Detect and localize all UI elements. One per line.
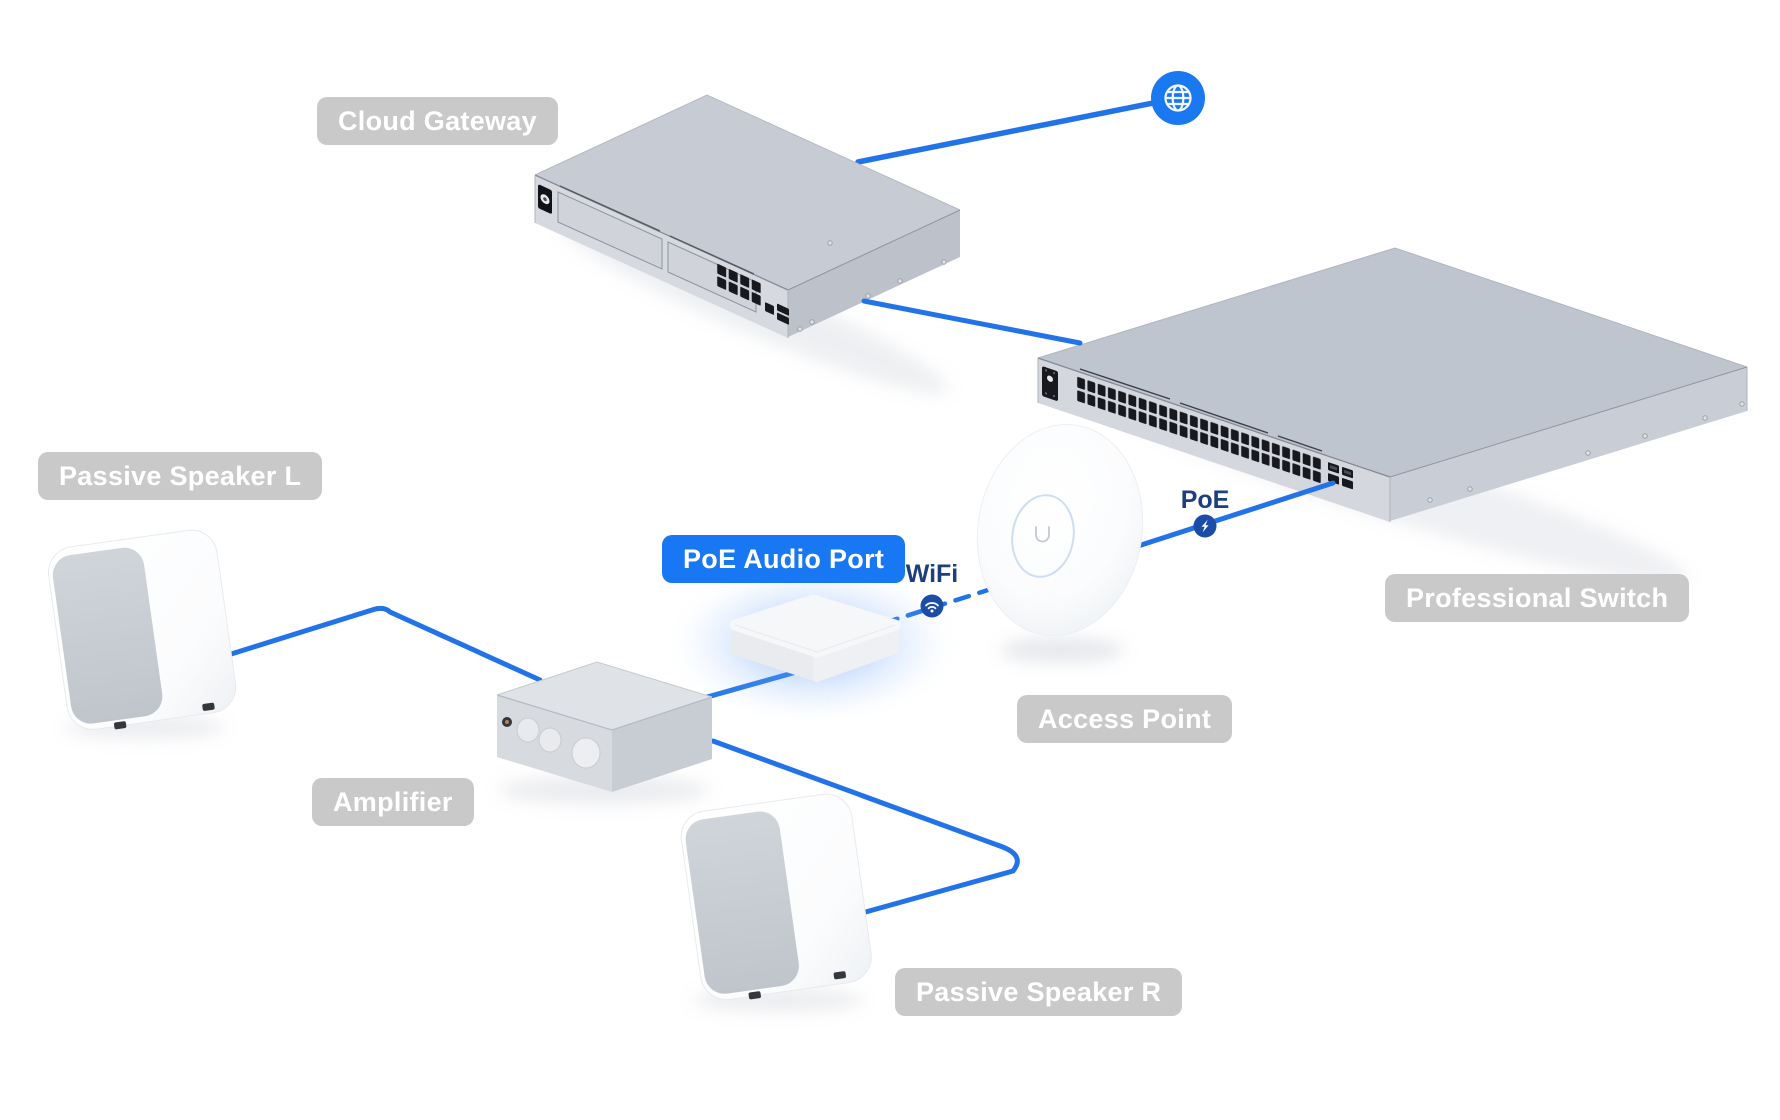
screws — [797, 240, 947, 332]
professional-switch-device — [1037, 247, 1748, 522]
label-cloud-gateway: Cloud Gateway — [317, 97, 558, 145]
rj45-port-block — [716, 262, 762, 308]
sfp-port-block — [765, 302, 789, 325]
label-amplifier: Amplifier — [312, 778, 474, 826]
speaker-grille — [685, 811, 799, 994]
connection-amplifier-speaker-r — [710, 738, 1020, 916]
wifi-icon — [925, 602, 939, 610]
poe-connection-label: PoE — [1180, 486, 1230, 514]
access-point-device — [976, 424, 1144, 636]
speaker-grille — [52, 547, 163, 724]
internet-node — [1151, 71, 1205, 125]
label-passive-speaker-r: Passive Speaker R — [895, 968, 1183, 1016]
led-panel — [1042, 366, 1058, 401]
ubiquiti-u-logo — [1035, 526, 1050, 543]
globe-icon — [1164, 84, 1192, 112]
amplifier-knobs — [502, 717, 601, 769]
cloud-gateway-device — [534, 94, 961, 338]
wifi-badge — [920, 594, 944, 618]
connection-gateway-switch — [861, 298, 1083, 346]
status-ring — [1011, 494, 1075, 578]
connection-amplifier-speaker-l — [225, 605, 543, 683]
amplifier-device — [496, 661, 713, 792]
connection-internet-gateway — [855, 95, 1181, 165]
screws — [1427, 401, 1745, 503]
speaker-r-device — [680, 793, 872, 1001]
label-poe-audio-port: PoE Audio Port — [662, 535, 906, 583]
connection-switch-accesspoint — [1135, 480, 1336, 549]
label-passive-speaker-l: Passive Speaker L — [38, 452, 323, 500]
lightning-bolt-icon — [1201, 519, 1209, 533]
wifi-connection-label: WiFi — [905, 560, 959, 588]
poe-audio-port-device — [661, 559, 965, 727]
label-professional-switch: Professional Switch — [1385, 574, 1690, 622]
rj45-port-band — [1076, 375, 1322, 485]
poe-badge — [1193, 514, 1217, 538]
power-button — [538, 184, 552, 214]
label-access-point: Access Point — [1017, 695, 1233, 743]
speaker-l-device — [47, 529, 237, 730]
